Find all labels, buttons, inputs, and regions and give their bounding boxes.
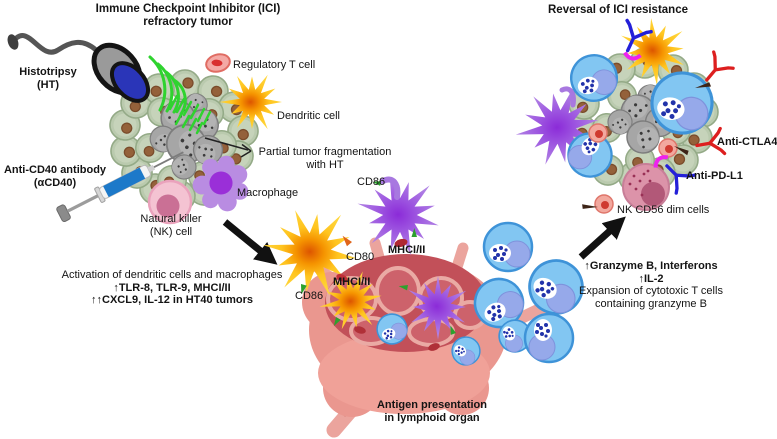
anti-ctla4-label: Anti-CTLA4 (717, 136, 777, 148)
ultrasound-waves-icon (148, 55, 212, 135)
activation-line1: Activation of dendritic cells and macrop… (61, 269, 283, 281)
anti-cd40-label: Anti-CD40 antibody (αCD40) (4, 164, 106, 189)
left-title-line1: Immune Checkpoint Inhibitor (ICI) (95, 3, 281, 15)
mhc-mid-label: MHCI/II (333, 276, 371, 288)
syringe-icon (56, 151, 184, 223)
regulatory-t-cell-icon (205, 53, 231, 73)
granzyme-line3: Expansion of cytotoxic T cells (579, 285, 723, 297)
histotripsy-label-line1: Histotripsy (19, 66, 77, 78)
anti-cd40-label-line1: Anti-CD40 antibody (3, 164, 107, 176)
histotripsy-label-line2: (HT) (37, 78, 59, 91)
granzyme-line1: ↑Granzyme B, Interferons (584, 260, 718, 272)
nk-cell-label-line1: Natural killer (140, 213, 202, 225)
granzyme-text: ↑Granzyme B, Interferons ↑IL-2 Expansion… (579, 260, 723, 310)
dendritic-cell-label: Dendritic cell (277, 110, 340, 122)
left-title: Immune Checkpoint Inhibitor (ICI) refrac… (96, 3, 281, 29)
cd86-bottom-label: CD86 (295, 290, 324, 302)
arrow-to-reversal-icon (578, 216, 626, 260)
reversal-tumor-icon (509, 8, 735, 214)
anti-cd40-label-line2: (αCD40) (33, 176, 77, 189)
left-title-line2: refractory tumor (143, 16, 233, 28)
nk-cell-label-line2: (NK) cell (149, 225, 193, 238)
anti-pdl1-label: Anti-PD-L1 (686, 170, 743, 182)
arrow-to-activation-icon (222, 219, 278, 265)
nk-cd56-dim-cell-icon (622, 163, 670, 211)
nk-cd56-label: NK CD56 dim cells (617, 204, 710, 216)
activated-dendritic-cells (257, 168, 449, 299)
activation-line3: ↑↑CXCL9, IL-12 in HT40 tumors (91, 294, 253, 306)
mhc-top-label: MHCI/II (388, 244, 426, 256)
fragmentation-arrow-icon (204, 137, 252, 158)
nk-cell-icon (147, 179, 193, 225)
partial-fragmentation-line2: with HT (306, 158, 344, 171)
granzyme-line4: containing granzyme B (595, 297, 707, 310)
antigen-presentation-line1: Antigen presentation (376, 399, 488, 411)
activation-text: Activation of dendritic cells and macrop… (62, 269, 283, 307)
activation-line2: ↑TLR-8, TLR-9, MHCI/II (113, 281, 231, 294)
granzyme-line2: ↑IL-2 (638, 272, 664, 285)
partial-fragmentation-label: Partial tumor fragmentation with HT (259, 146, 392, 171)
right-title: Reversal of ICI resistance (548, 4, 688, 16)
partial-fragmentation-line1: Partial tumor fragmentation (258, 146, 392, 158)
regulatory-t-cell-label: Regulatory T cell (233, 59, 316, 71)
cd86-top-label: CD86 (357, 176, 386, 188)
nk-cell-label: Natural killer (NK) cell (140, 213, 201, 238)
cd80-label: CD80 (346, 251, 375, 263)
histotripsy-label: Histotripsy (HT) (19, 66, 76, 91)
macrophage-label: Macrophage (237, 187, 299, 199)
histotripsy-transducer-icon (7, 33, 151, 103)
antigen-presentation-line2: in lymphoid organ (384, 411, 480, 424)
antigen-presentation-label: Antigen presentation in lymphoid organ (377, 399, 487, 424)
